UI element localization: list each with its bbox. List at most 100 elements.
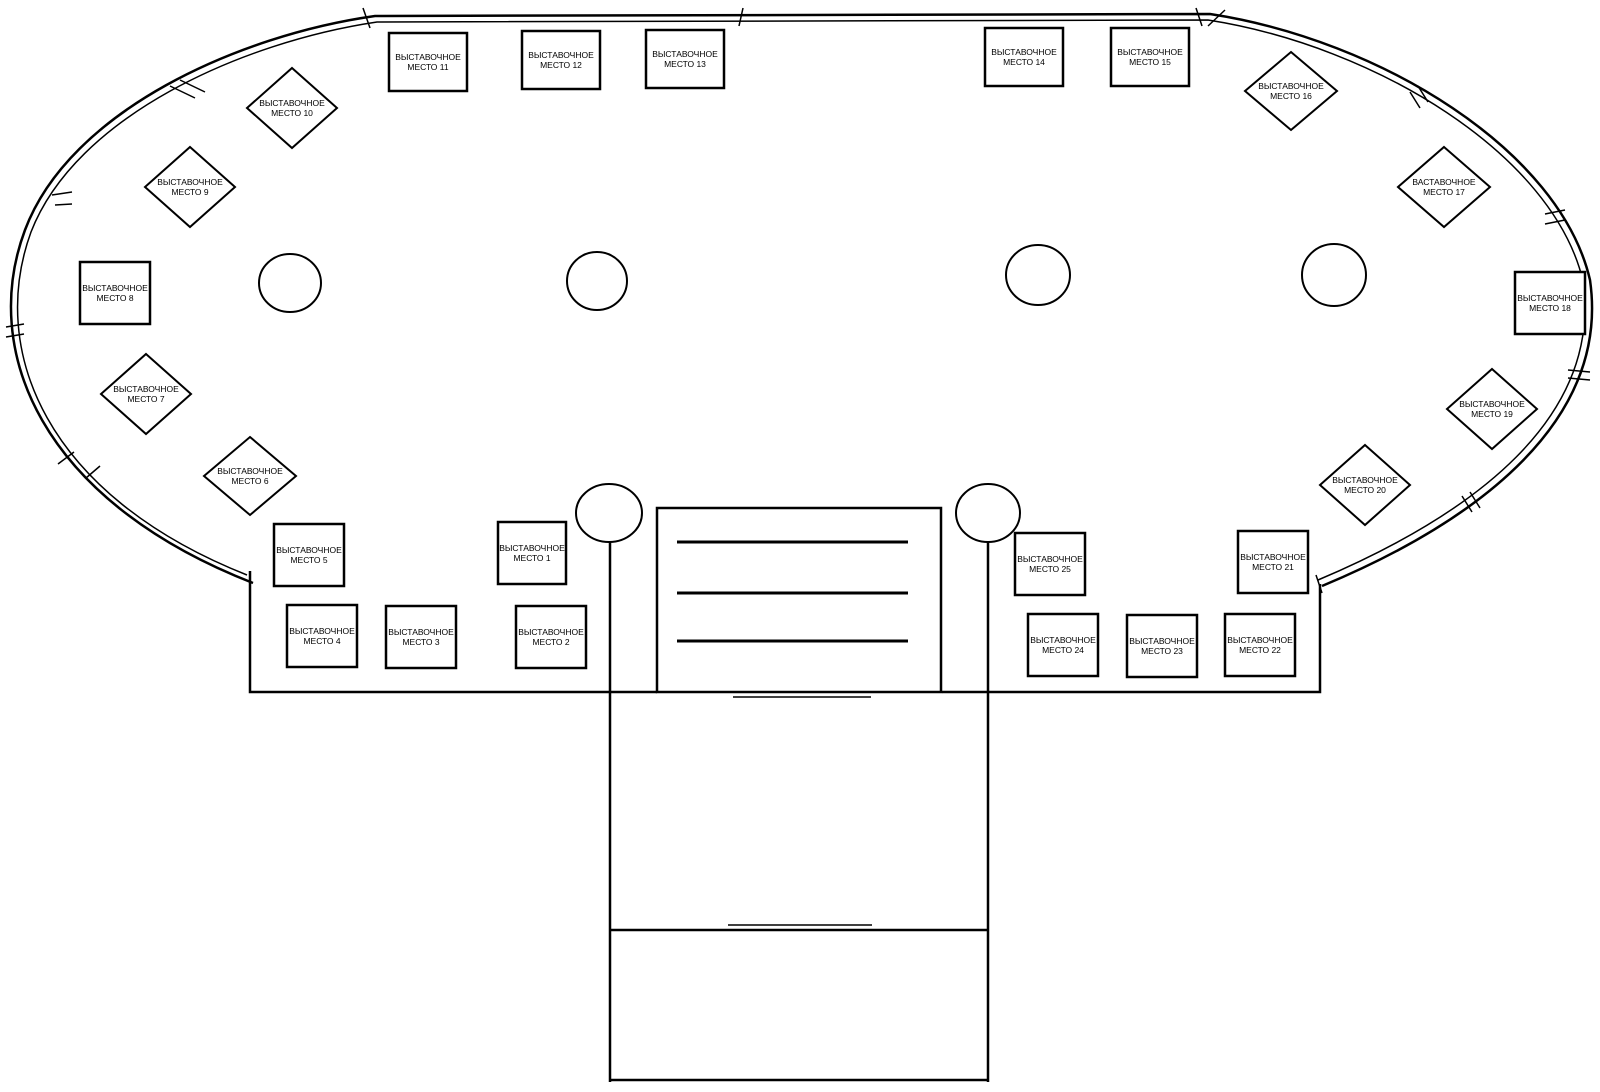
booth-label-line2: МЕСТО 9	[171, 187, 209, 197]
column-right-1	[1005, 244, 1071, 306]
booth-8	[78, 260, 152, 326]
booth-label-line1: ВЫСТАВОЧНОЕ	[259, 98, 325, 108]
stair-block	[655, 506, 943, 694]
booth-5	[272, 522, 346, 588]
booth-label-line2: МЕСТО 16	[1270, 91, 1312, 101]
column-left-2	[566, 251, 628, 311]
booth-label-line1: ВАСТАВОЧНОЕ	[1412, 177, 1476, 187]
booth-label-line2: МЕСТО 5	[290, 555, 328, 565]
booth-label-line1: ВЫСТАВОЧНОЕ	[1332, 475, 1398, 485]
booth-label-line1: ВЫСТАВОЧНОЕ	[217, 466, 283, 476]
booth-12	[520, 29, 602, 91]
column-entrance-left	[575, 483, 643, 543]
booth-label-line2: МЕСТО 21	[1252, 562, 1294, 572]
booth-label-line2: МЕСТО 1	[513, 553, 551, 563]
booth-label-line1: ВЫСТАВОЧНОЕ	[157, 177, 223, 187]
booth-label-line2: МЕСТО 13	[664, 59, 706, 69]
booth-18	[1513, 270, 1587, 336]
booth-label-line1: ВЫСТАВОЧНОЕ	[528, 50, 594, 60]
booth-label-line2: МЕСТО 8	[96, 293, 134, 303]
booth-24	[1026, 612, 1100, 678]
booth-25	[1013, 531, 1087, 597]
booth-23	[1125, 613, 1199, 679]
booth-16	[1243, 50, 1339, 132]
booth-label-line2: МЕСТО 18	[1529, 303, 1571, 313]
booth-11	[387, 31, 469, 93]
booth-label-line2: МЕСТО 17	[1423, 187, 1465, 197]
booth-label-line2: МЕСТО 20	[1344, 485, 1386, 495]
booth-label-line1: ВЫСТАВОЧНОЕ	[82, 283, 148, 293]
booth-label-line1: ВЫСТАВОЧНОЕ	[991, 47, 1057, 57]
booth-19	[1445, 367, 1539, 451]
left-wing-wall	[248, 571, 657, 694]
booth-label-line2: МЕСТО 15	[1129, 57, 1171, 67]
booth-1	[496, 520, 568, 586]
booth-7	[99, 352, 193, 436]
booth-label-line1: ВЫСТАВОЧНОЕ	[289, 626, 355, 636]
booth-20	[1318, 443, 1412, 527]
booth-label-line1: ВЫСТАВОЧНОЕ	[1459, 399, 1525, 409]
booth-label-line1: ВЫСТАВОЧНОЕ	[1117, 47, 1183, 57]
booth-label-line2: МЕСТО 4	[303, 636, 341, 646]
hall-outer-wall	[9, 12, 1594, 588]
right-wing-wall	[942, 584, 1322, 694]
column-left-1	[258, 253, 322, 313]
booth-label-line1: ВЫСТАВОЧНОЕ	[1240, 552, 1306, 562]
booth-label-line2: МЕСТО 3	[402, 637, 440, 647]
booth-label-line1: ВЫСТАВОЧНОЕ	[276, 545, 342, 555]
booth-label-line2: МЕСТО 11	[407, 62, 449, 72]
column-right-2	[1301, 243, 1367, 307]
booth-3	[384, 604, 458, 670]
booth-4	[285, 603, 359, 669]
booth-15	[1109, 26, 1191, 88]
booth-22	[1223, 612, 1297, 678]
booth-label-line2: МЕСТО 24	[1042, 645, 1084, 655]
booth-14	[983, 26, 1065, 88]
booth-21	[1236, 529, 1310, 595]
column-entrance-right	[955, 483, 1021, 543]
booth-label-line2: МЕСТО 7	[127, 394, 165, 404]
booth-label-line1: ВЫСТАВОЧНОЕ	[1017, 554, 1083, 564]
booth-label-line1: ВЫСТАВОЧНОЕ	[388, 627, 454, 637]
booth-label-line2: МЕСТО 10	[271, 108, 313, 118]
booth-label-line2: МЕСТО 14	[1003, 57, 1045, 67]
booth-2	[514, 604, 588, 670]
booth-label-line2: МЕСТО 19	[1471, 409, 1513, 419]
booth-9	[143, 145, 237, 229]
booth-label-line2: МЕСТО 6	[231, 476, 269, 486]
booth-label-line2: МЕСТО 2	[532, 637, 570, 647]
booth-17	[1396, 145, 1492, 229]
booth-10	[245, 66, 339, 150]
booth-label-line1: ВЫСТАВОЧНОЕ	[1227, 635, 1293, 645]
booth-label-line2: МЕСТО 12	[540, 60, 582, 70]
booth-label-line1: ВЫСТАВОЧНОЕ	[499, 543, 565, 553]
booth-label-line1: ВЫСТАВОЧНОЕ	[1129, 636, 1195, 646]
booth-label-line1: ВЫСТАВОЧНОЕ	[1258, 81, 1324, 91]
booth-label-line2: МЕСТО 23	[1141, 646, 1183, 656]
booth-label-line1: ВЫСТАВОЧНОЕ	[518, 627, 584, 637]
booth-13	[644, 28, 726, 90]
